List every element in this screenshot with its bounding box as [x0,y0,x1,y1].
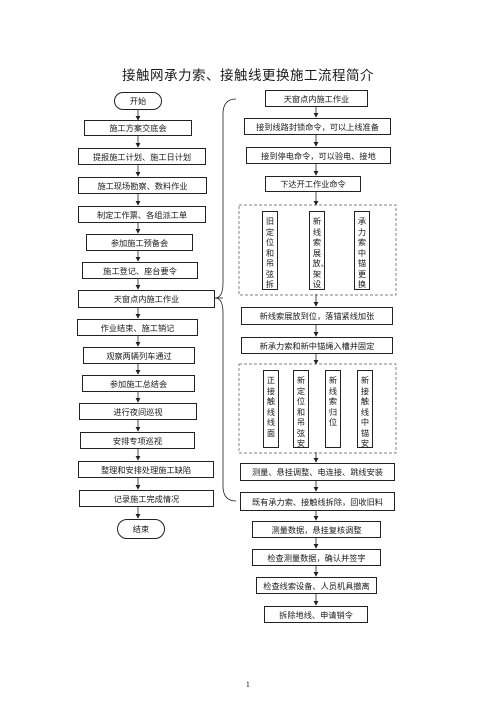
parallel-b-task-4: 新接触线中锚安装 [357,370,373,448]
start-terminal: 开始 [114,92,162,110]
page-number: 1 [245,681,251,689]
right-step-12: 拆除地线、申请销令 [264,606,368,623]
right-step-5: 新线索展放到位，落锚紧线加张 [241,307,393,325]
parallel-a-task-3: 承力索中锚更换 [354,211,370,290]
right-step-2: 接到线路封锁命令，可以上线准备 [244,118,391,135]
right-step-4: 下达开工作业命令 [265,176,361,192]
right-step-10: 检查测量数据，确认并签字 [252,549,381,566]
right-step-7: 测量、悬挂调整、电连接、跳线安装 [240,463,395,481]
right-step-6: 新承力索和新中锚绳入槽并固定 [241,337,393,354]
left-step-7: 天窗点内施工作业 [78,290,215,308]
left-step-13: 整理和安排处理施工缺陷 [78,461,214,478]
left-step-3: 施工现场勘察、数料作业 [78,177,207,194]
page-title: 接触网承力索、接触线更换施工流程简介 [122,68,374,84]
right-step-11: 检查线索设备、人员机具撤离 [256,577,377,594]
right-step-8: 既有承力索、接触线拆除，回收旧料 [240,492,395,511]
left-step-6: 施工登记、座台要令 [82,262,198,279]
left-step-11: 进行夜间巡视 [79,403,197,420]
left-step-2: 提报施工计划、施工日计划 [78,148,206,165]
left-step-1: 施工方案交底会 [84,120,192,136]
right-step-9: 测量数据，悬挂复核调整 [252,521,381,538]
left-step-4: 制定工作票、各组派工单 [78,206,206,223]
left-step-8: 作业结束、施工销记 [77,319,198,336]
left-step-9: 观察两辆列车通过 [83,347,195,364]
right-step-1: 天窗点内施工作业 [265,90,368,107]
parallel-a-task-2: 新线索展放、架设 [309,211,325,290]
left-step-10: 参加施工总结会 [82,375,195,392]
parallel-group-a-frame [238,204,397,296]
parallel-b-task-2: 新定位和吊弦安装 [293,370,309,448]
right-step-3: 接到停电命令，可以验电、接地 [246,147,391,164]
end-terminal: 结束 [117,519,165,539]
parallel-b-task-3: 新线索归位 [325,370,341,448]
parallel-b-task-1: 正接触线线面 [263,370,279,448]
left-step-12: 安排专项巡视 [80,432,195,449]
parallel-group-b-frame [238,363,397,454]
brace-bracket [214,98,237,502]
left-step-5: 参加施工预备会 [86,234,193,251]
left-step-14: 记录施工完成情况 [79,490,214,507]
parallel-a-task-1: 旧定位和吊弦拆除 [262,211,278,290]
